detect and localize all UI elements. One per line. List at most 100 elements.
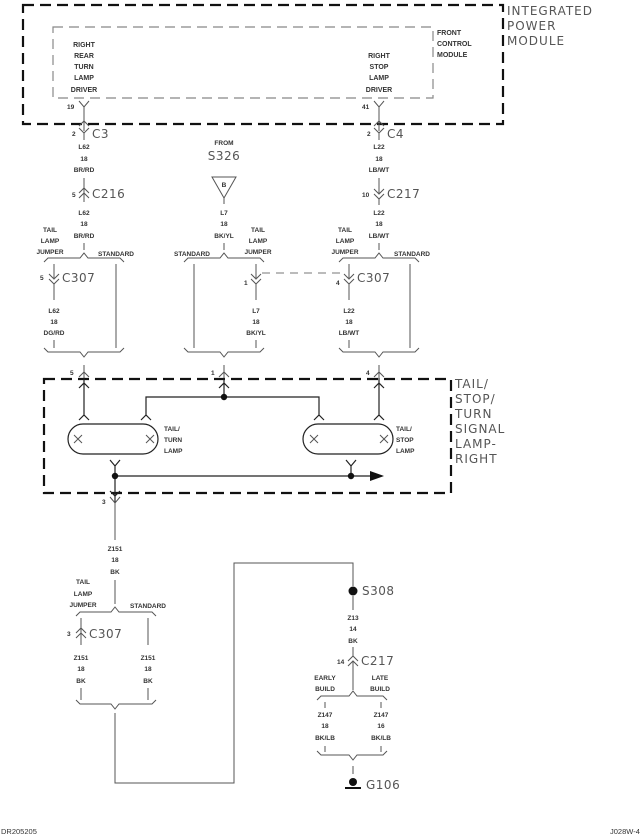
- svg-text:POWER: POWER: [507, 19, 556, 33]
- svg-text:JUMPER: JUMPER: [69, 602, 96, 609]
- svg-text:14: 14: [337, 659, 345, 666]
- svg-text:18: 18: [220, 221, 228, 228]
- svg-text:1: 1: [211, 370, 215, 377]
- svg-text:5: 5: [70, 370, 74, 377]
- svg-text:TURN: TURN: [164, 437, 182, 444]
- tail-turn-lamp-label: TAIL/ TURN LAMP: [164, 426, 183, 455]
- svg-text:TURN: TURN: [74, 64, 93, 71]
- svg-text:18: 18: [77, 666, 85, 673]
- svg-text:10: 10: [362, 192, 370, 199]
- front-control-module-box: [52, 26, 434, 99]
- branch-bracket-top-left: [43, 252, 125, 263]
- svg-text:INTEGRATED: INTEGRATED: [507, 4, 593, 18]
- branch-bracket-build-top: [316, 690, 388, 701]
- svg-text:BUILD: BUILD: [315, 686, 335, 693]
- svg-text:C4: C4: [387, 127, 404, 141]
- svg-text:18: 18: [375, 156, 383, 163]
- svg-text:JUMPER: JUMPER: [244, 249, 271, 256]
- svg-text:L7: L7: [252, 308, 260, 315]
- svg-text:TAIL/: TAIL/: [164, 426, 180, 433]
- option-standard-right: STANDARD: [394, 251, 430, 258]
- wire-z151-bc: [80, 688, 149, 700]
- option-tail-lamp-jumper-left: TAIL LAMP JUMPER: [36, 227, 63, 256]
- ipm-pin-41: 41: [362, 100, 385, 131]
- svg-text:L22: L22: [373, 144, 385, 151]
- svg-text:BK: BK: [143, 678, 153, 685]
- svg-text:DRIVER: DRIVER: [71, 87, 97, 94]
- svg-text:REAR: REAR: [74, 53, 94, 60]
- svg-text:RIGHT: RIGHT: [368, 53, 391, 60]
- tail-stop-lamp-bulb: [302, 423, 394, 455]
- svg-text:CONTROL: CONTROL: [437, 41, 472, 48]
- splice-dot-tail: [220, 393, 228, 401]
- svg-text:BK: BK: [110, 569, 120, 576]
- svg-text:FROM: FROM: [214, 140, 233, 147]
- svg-text:LAMP: LAMP: [74, 75, 94, 82]
- connector-c307-left: 5 C307: [40, 264, 95, 300]
- option-standard-bottom: STANDARD: [130, 603, 166, 610]
- diagram-code-left: DR205205: [1, 827, 37, 836]
- svg-text:SIGNAL: SIGNAL: [455, 422, 505, 436]
- lamp-assembly-label: TAIL/ STOP/ TURN SIGNAL LAMP- RIGHT: [454, 377, 505, 466]
- svg-text:4: 4: [366, 370, 370, 377]
- wire-z147-bottom: [324, 746, 382, 752]
- wire-z13-label: Z13 14 BK: [347, 615, 359, 645]
- svg-text:4: 4: [336, 280, 340, 287]
- svg-text:LAMP: LAMP: [164, 448, 183, 455]
- svg-text:BUILD: BUILD: [370, 686, 390, 693]
- svg-text:C307: C307: [62, 271, 95, 285]
- connector-c3: 2 C3: [72, 120, 109, 141]
- wire-l62-c: [53, 264, 117, 348]
- lamp-pin-3: 3: [102, 496, 121, 540]
- splice-s308-label: S308: [362, 584, 395, 598]
- branch-bracket-top-right: [338, 252, 420, 263]
- svg-text:Z147: Z147: [374, 712, 389, 719]
- wire-l7-b-label: L7 18 BK/YL: [246, 308, 266, 337]
- svg-text:LATE: LATE: [372, 675, 389, 682]
- lamp-pin-5: 5: [70, 365, 90, 378]
- svg-text:5: 5: [72, 192, 76, 199]
- wire-z151-to-s308: [114, 562, 354, 784]
- svg-text:Z151: Z151: [141, 655, 156, 662]
- connector-c217-top: 10 C217: [362, 187, 420, 205]
- svg-text:LAMP: LAMP: [74, 591, 93, 598]
- svg-text:BK/YL: BK/YL: [246, 330, 266, 337]
- svg-text:LB/WT: LB/WT: [339, 330, 360, 337]
- branch-bracket-top-mid: [183, 252, 265, 263]
- wire-l62-b-label: L62 18 BR/RD: [74, 210, 95, 240]
- svg-text:Z147: Z147: [318, 712, 333, 719]
- svg-text:C307: C307: [89, 627, 122, 641]
- splice-s308-dot: [348, 586, 358, 596]
- option-standard-left: STANDARD: [98, 251, 134, 258]
- svg-text:JUMPER: JUMPER: [331, 249, 358, 256]
- svg-text:19: 19: [67, 104, 75, 111]
- branch-bracket-bottom-right: [338, 347, 420, 358]
- wire-l22-c-label: L22 18 LB/WT: [339, 308, 360, 337]
- svg-text:41: 41: [362, 104, 370, 111]
- svg-text:BK: BK: [348, 638, 358, 645]
- svg-text:18: 18: [80, 156, 88, 163]
- front-control-module-label: FRONT CONTROL MODULE: [437, 30, 472, 59]
- svg-text:C216: C216: [92, 187, 125, 201]
- svg-text:BR/RD: BR/RD: [74, 167, 95, 174]
- wire-lamp-input-4: [373, 378, 385, 421]
- branch-bracket-bottom-left: [43, 347, 125, 358]
- wire-l7-a-label: L7 18 BK/YL: [214, 210, 234, 240]
- svg-text:L22: L22: [343, 308, 355, 315]
- wire-z147-a-label: Z147 18 BK/LB: [315, 712, 335, 742]
- svg-text:C217: C217: [387, 187, 420, 201]
- ground-icon: [345, 778, 361, 789]
- svg-text:2: 2: [367, 131, 371, 138]
- svg-text:Z151: Z151: [74, 655, 89, 662]
- svg-text:BR/RD: BR/RD: [74, 233, 95, 240]
- connector-c217-bottom: 14 C217: [337, 654, 394, 690]
- wire-l22-b-label: L22 18 LB/WT: [369, 210, 390, 240]
- svg-text:TAIL/: TAIL/: [396, 426, 412, 433]
- svg-text:Z151: Z151: [108, 546, 123, 553]
- svg-text:18: 18: [375, 221, 383, 228]
- svg-text:2: 2: [72, 131, 76, 138]
- svg-text:RIGHT: RIGHT: [455, 452, 498, 466]
- option-tail-lamp-jumper-bottom: TAIL LAMP JUMPER: [69, 579, 96, 609]
- svg-text:LB/WT: LB/WT: [369, 167, 390, 174]
